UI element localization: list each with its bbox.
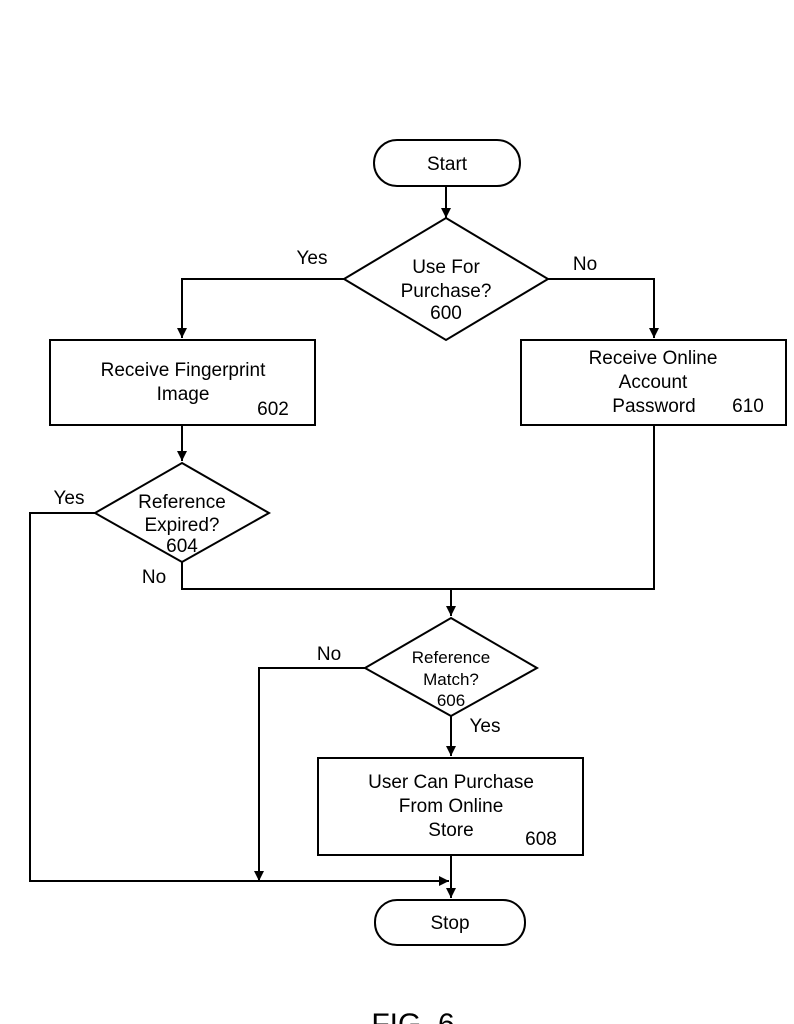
edge-label-606-yes: Yes	[470, 716, 501, 737]
process-610-line2: Account	[619, 372, 688, 393]
process-602: Receive Fingerprint Image 602	[49, 339, 316, 426]
decision-600-line1: Use For	[412, 257, 480, 278]
figure-label: FIG. 6	[371, 1008, 454, 1024]
decision-604-line1: Reference	[138, 492, 226, 513]
stop-terminator: Stop	[374, 899, 526, 946]
decision-600-shape	[342, 216, 550, 342]
edge-label-604-no: No	[142, 567, 166, 588]
decision-600-line2: Purchase?	[401, 281, 492, 302]
edge-604-no-merge-610	[181, 425, 655, 590]
process-608-shape	[317, 757, 584, 856]
process-610-shape	[520, 339, 787, 426]
edge-label-606-no: No	[317, 644, 341, 665]
process-602-shape	[49, 339, 316, 426]
process-608-ref: 608	[525, 829, 557, 850]
process-610: Receive Online Account Password 610	[520, 339, 787, 426]
decision-604-shape	[92, 461, 272, 564]
decision-604: Reference Expired? 604	[92, 461, 272, 564]
process-602-line2: Image	[157, 384, 210, 405]
process-608-line2: From Online	[399, 796, 504, 817]
connectors	[29, 186, 659, 898]
process-608-line1: User Can Purchase	[368, 772, 534, 793]
decision-600: Use For Purchase? 600	[342, 216, 550, 342]
decision-606-ref: 606	[437, 691, 465, 710]
decision-606-line1: Reference	[412, 648, 490, 667]
start-shape	[373, 139, 521, 187]
process-602-line1: Receive Fingerprint	[101, 360, 266, 381]
edge-604-yes-to-stop	[29, 512, 449, 886]
process-610-line3: Password	[612, 396, 695, 417]
edge-label-600-no: No	[573, 254, 597, 275]
decision-600-ref: 600	[430, 303, 462, 324]
process-608: User Can Purchase From Online Store 608	[317, 757, 584, 856]
decision-606-line2: Match?	[423, 670, 479, 689]
decision-604-line2: Expired?	[145, 515, 220, 536]
edge-600-no-to-610	[548, 278, 659, 338]
process-608-line3: Store	[428, 820, 473, 841]
decision-604-ref: 604	[166, 536, 198, 557]
process-610-ref: 610	[732, 396, 764, 417]
edge-606-no-to-stop	[254, 667, 365, 881]
decision-606: Reference Match? 606	[362, 616, 540, 718]
edge-600-yes-to-602	[177, 278, 344, 338]
stop-shape	[374, 899, 526, 946]
edge-label-600-yes: Yes	[297, 248, 328, 269]
start-label: Start	[427, 154, 468, 175]
process-602-ref: 602	[257, 399, 289, 420]
edge-label-604-yes: Yes	[54, 488, 85, 509]
start-terminator: Start	[373, 139, 521, 187]
process-610-line1: Receive Online	[589, 348, 718, 369]
decision-606-shape	[362, 616, 540, 718]
stop-label: Stop	[430, 913, 469, 934]
